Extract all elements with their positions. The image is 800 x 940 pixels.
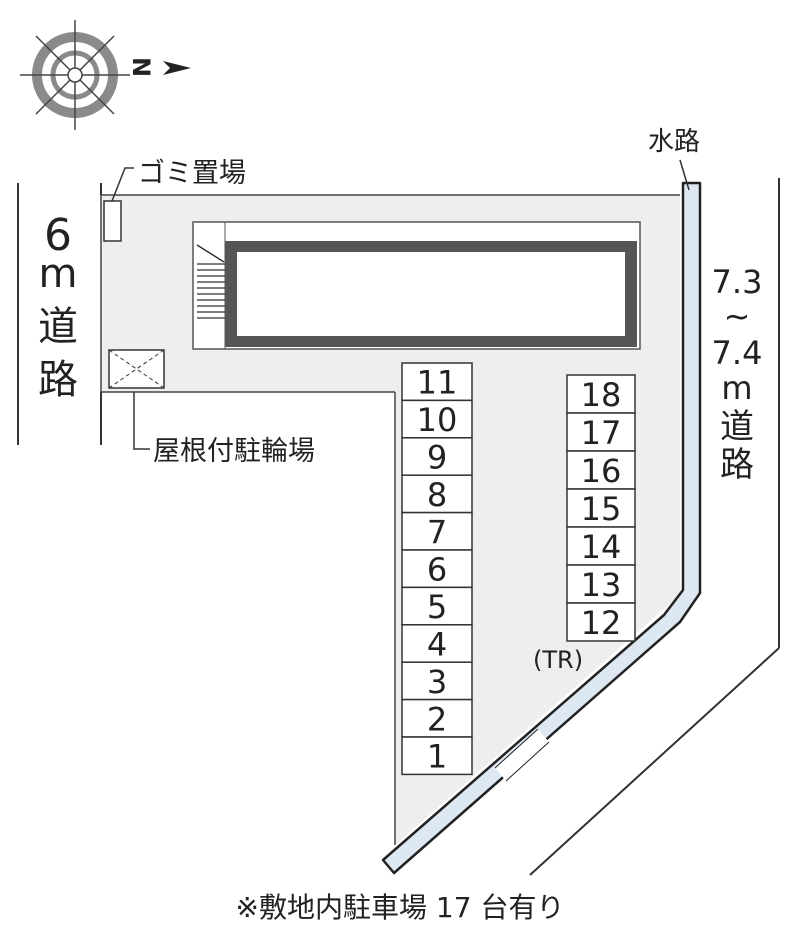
- parking-slot-number-5: 5: [427, 588, 447, 626]
- parking-slot-15: [566, 488, 636, 528]
- north-arrow-icon: [163, 61, 191, 75]
- bicycle-label: 屋根付駐輪場: [153, 436, 315, 467]
- parking-slot-number-12: 12: [581, 604, 622, 642]
- parking-slot-8: [401, 474, 473, 514]
- parking-slot-number-15: 15: [581, 490, 622, 528]
- garbage-area: [103, 200, 122, 242]
- bridge-edge-2: [505, 741, 550, 782]
- waterway-pointer: [679, 159, 690, 191]
- road-east-line-5: 道: [720, 407, 754, 447]
- compass-north-letter: N: [127, 57, 155, 77]
- parking-slot-5: [401, 586, 473, 626]
- parking-slot-number-11: 11: [417, 364, 458, 402]
- parking-slot-18: [566, 374, 636, 414]
- parking-slot-4: [401, 624, 473, 663]
- parking-slot-1: [401, 736, 473, 776]
- parking-slot-13: [566, 564, 636, 604]
- parking-slot-number-18: 18: [581, 376, 622, 414]
- parking-slot-16: [566, 450, 636, 490]
- parking-slot-number-8: 8: [427, 476, 447, 514]
- road-east-line-3: 7.4: [712, 334, 763, 372]
- parking-slot-number-13: 13: [581, 566, 622, 604]
- site-lot: [101, 195, 680, 845]
- road-east-line-2: ~: [724, 297, 751, 335]
- parking-slot-6: [401, 549, 473, 589]
- staircase: [196, 244, 225, 319]
- parking-slot-11: [401, 362, 473, 402]
- bridge-edge-1: [494, 728, 539, 769]
- road-west-char-2: 路: [38, 357, 78, 403]
- building-interior: [237, 252, 625, 336]
- bicycle-pointer: [133, 392, 150, 450]
- parking-slot-7: [401, 511, 473, 551]
- bicycle-parking: [108, 349, 165, 389]
- parking-slot-number-14: 14: [581, 528, 622, 566]
- road-east-line-1: 7.3: [712, 263, 763, 301]
- footer-note: ※敷地内駐車場 17 台有り: [236, 891, 565, 924]
- road-west-unit: m: [39, 251, 78, 297]
- waterway-bridge: [495, 729, 549, 781]
- road-east-line-4: m: [721, 369, 752, 407]
- parking-slot-number-10: 10: [417, 401, 458, 439]
- parking-slot-14: [566, 526, 636, 566]
- parking-slot-number-2: 2: [427, 700, 447, 738]
- parking-slot-number-6: 6: [427, 551, 447, 589]
- parking-slot-number-4: 4: [427, 626, 447, 664]
- parking-slot-9: [401, 437, 473, 476]
- parking-slot-number-1: 1: [427, 738, 447, 776]
- road-west-number: 6: [44, 210, 72, 261]
- road-west-char-1: 道: [38, 304, 78, 350]
- waterway-label: 水路: [648, 127, 700, 157]
- parking-slot-3: [401, 661, 473, 701]
- parking-slot-number-9: 9: [427, 439, 447, 477]
- parking-slot-number-16: 16: [581, 452, 622, 490]
- garbage-label: ゴミ置場: [138, 158, 246, 189]
- transformer-label: (TR): [533, 646, 583, 674]
- parking-slot-12: [566, 602, 636, 642]
- parking-slot-number-17: 17: [581, 414, 622, 452]
- parking-slot-10: [401, 399, 473, 439]
- parking-slot-number-3: 3: [427, 663, 447, 701]
- road-east-edge-lower: [529, 647, 780, 876]
- compass: [20, 20, 130, 130]
- garbage-pointer: [111, 167, 134, 202]
- road-east-line-6: 路: [720, 445, 754, 485]
- parking-slot-number-7: 7: [427, 513, 447, 551]
